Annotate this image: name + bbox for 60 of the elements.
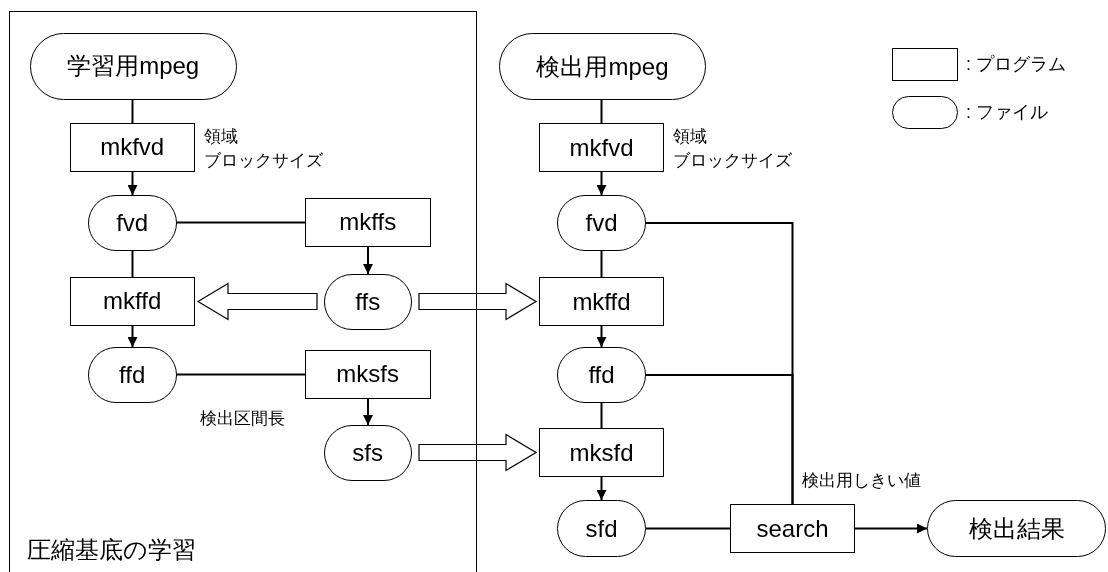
program-box xyxy=(304,349,431,399)
arrow xyxy=(596,476,607,501)
node-label: fvd xyxy=(585,209,618,237)
legend-label: : プログラム xyxy=(966,53,1066,76)
block-arrow xyxy=(196,282,318,321)
node-label: mkffd xyxy=(103,287,162,316)
parameter-label: 検出区間長 xyxy=(200,408,285,430)
node-label: mkffs xyxy=(339,208,397,237)
arrow xyxy=(596,325,607,348)
connector-line xyxy=(176,221,306,224)
legend-label: : ファイル xyxy=(966,101,1048,124)
program-box xyxy=(539,428,664,477)
node-label: 検出用mpeg xyxy=(536,51,669,82)
program-box xyxy=(69,122,195,172)
connector-line xyxy=(131,250,134,278)
node-label: mksfd xyxy=(569,438,634,467)
node-label: sfs xyxy=(352,438,383,467)
node-label: ffd xyxy=(119,360,146,389)
program-box xyxy=(304,197,431,247)
file-node xyxy=(557,195,646,251)
program-box xyxy=(539,277,664,326)
file-node xyxy=(557,347,646,403)
node-label: mkffd xyxy=(572,287,631,316)
arrow xyxy=(854,523,928,534)
arrow xyxy=(127,171,138,196)
arrow xyxy=(596,171,607,196)
connector-line xyxy=(131,99,134,124)
parameter-label: 領域 xyxy=(204,126,238,148)
block-arrow xyxy=(418,282,538,321)
program-box xyxy=(730,504,855,553)
node-label: mksfs xyxy=(336,360,399,389)
connector-line xyxy=(600,402,603,429)
node-label: mkfvd xyxy=(100,133,165,162)
connector-line xyxy=(600,99,603,124)
node-label: ffs xyxy=(355,287,381,316)
connector-line xyxy=(645,527,731,530)
group-frame xyxy=(9,11,477,572)
connector-line xyxy=(176,373,306,376)
parameter-label: ブロックサイズ xyxy=(204,150,323,172)
file-node xyxy=(927,500,1106,557)
node-label: search xyxy=(756,514,829,543)
block-arrow xyxy=(418,433,538,472)
arrow xyxy=(363,398,373,426)
node-label: fvd xyxy=(116,208,149,237)
connector-line xyxy=(645,374,794,505)
node-label: sfd xyxy=(585,514,618,543)
program-box xyxy=(539,123,664,172)
node-label: ffd xyxy=(588,361,615,389)
parameter-label: 領域 xyxy=(673,126,707,148)
node-label: 学習用mpeg xyxy=(67,51,200,82)
parameter-label: ブロックサイズ xyxy=(673,150,792,172)
connector-line xyxy=(600,250,603,278)
group-title: 圧縮基底の学習 xyxy=(27,535,196,565)
node-label: mkfvd xyxy=(569,133,634,162)
program-box xyxy=(69,276,195,326)
arrow xyxy=(127,325,138,348)
file-node xyxy=(557,500,646,557)
parameter-label: 検出用しきい値 xyxy=(802,470,921,492)
arrow xyxy=(363,246,373,275)
node-label: 検出結果 xyxy=(968,513,1065,544)
